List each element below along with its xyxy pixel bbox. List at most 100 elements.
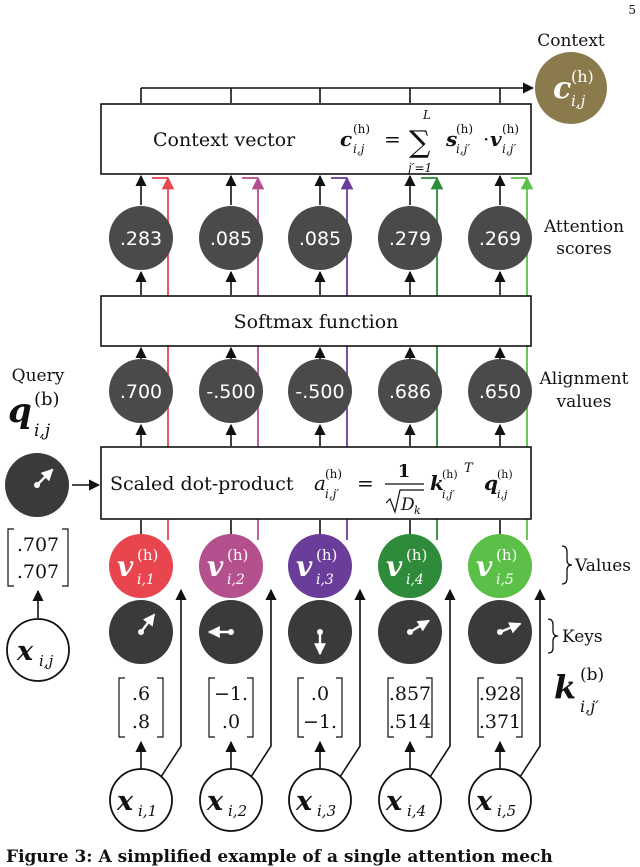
input-symbol: x <box>206 786 224 817</box>
attention-score-circle <box>288 206 352 270</box>
dp-denominator-sub: k <box>414 504 421 517</box>
value-symbol: v <box>386 550 403 583</box>
keys-superscript: (b) <box>580 665 604 685</box>
attention-score-value: .283 <box>120 228 162 250</box>
value-superscript: (h) <box>227 546 248 564</box>
keys-subscript: i,j′ <box>580 697 599 716</box>
dp-q-symbol: q <box>484 471 498 495</box>
formula-c-symbol: c <box>340 127 352 151</box>
alignment-value-circle <box>109 359 173 423</box>
input-subscript: i,2 <box>228 802 247 820</box>
context-subscript: i,j <box>571 92 586 110</box>
attention-scores-label-line2: scores <box>556 239 611 259</box>
query-subscript: i,j <box>34 421 51 441</box>
formula-v-sub: i,j′ <box>502 142 516 156</box>
page-number: 5 <box>628 3 636 17</box>
key-vector-right-bracket <box>157 677 164 738</box>
dp-sqrt-sign <box>385 489 424 515</box>
dp-a-sub: i,j′ <box>325 487 339 501</box>
value-symbol: v <box>117 550 134 583</box>
values-label: Values <box>574 556 631 576</box>
value-circle <box>378 534 442 598</box>
attention-score-value: .269 <box>479 228 521 250</box>
attention-score-circle <box>199 206 263 270</box>
dp-k-symbol: k <box>430 471 444 495</box>
input-subscript: i,3 <box>317 802 336 820</box>
value-superscript: (h) <box>406 546 427 564</box>
value-subscript: i,2 <box>227 572 245 588</box>
alignment-value-value: .650 <box>479 381 521 403</box>
alignment-values-row: .700-.500-.500.686.650 <box>109 359 532 423</box>
value-circle <box>199 534 263 598</box>
values-brace <box>561 545 573 585</box>
input-subscript: i,5 <box>497 802 516 820</box>
scaled-dot-product-formula: a (h) i,j′ = 1 D k k (h) T i,j′ q (h) i,… <box>314 461 513 517</box>
query-vector-right-bracket <box>62 528 69 587</box>
figure-caption: Figure 3: A simplified example of a sing… <box>6 847 553 867</box>
input-symbol: x <box>295 786 313 817</box>
context-symbol: c <box>553 71 571 106</box>
context-label: Context <box>537 31 605 51</box>
dp-a-sup: (h) <box>325 467 342 481</box>
input-circle <box>378 768 442 832</box>
dp-q-sup: (h) <box>497 468 513 481</box>
dp-k-sub: i,j′ <box>442 488 455 501</box>
key-vector-value-1: .928 <box>479 683 521 705</box>
attention-scores-row: .283.085.085.279.269 <box>109 206 532 270</box>
connector-lines <box>135 82 546 781</box>
input-symbol: x <box>116 786 134 817</box>
input-circle <box>288 768 352 832</box>
attention-scores-label-line1: Attention <box>543 217 624 237</box>
value-superscript: (h) <box>137 546 158 564</box>
alignment-values-label-line2: values <box>556 392 612 412</box>
input-to-value-arrow <box>427 588 456 781</box>
value-symbol: v <box>476 550 493 583</box>
query-superscript: (b) <box>34 389 60 410</box>
attention-score-value: .085 <box>210 228 252 250</box>
scaled-dot-product-box <box>100 446 532 520</box>
key-vector-value-1: −1. <box>214 683 248 705</box>
attention-score-circle <box>378 206 442 270</box>
formula-sum-lower: j′=1 <box>405 161 432 175</box>
query-direction-arrow <box>34 468 54 488</box>
formula-c-sub: i,j <box>353 142 365 156</box>
formula-c-sup: (h) <box>353 122 370 136</box>
keys-brace <box>547 618 559 654</box>
input-symbol: x <box>475 786 493 817</box>
value-subscript: i,4 <box>406 572 424 588</box>
formula-sum-upper: L <box>422 108 431 122</box>
formula-equals: = <box>384 127 401 151</box>
input-to-value-arrow <box>158 588 187 781</box>
value-superscript: (h) <box>316 546 337 564</box>
keys-label: Keys <box>562 627 603 647</box>
context-superscript: (h) <box>571 67 594 86</box>
formula-s-sub: i,j′ <box>456 142 470 156</box>
key-direction-arrow <box>499 622 522 634</box>
value-symbol: v <box>296 550 313 583</box>
dp-transpose: T <box>464 461 474 476</box>
softmax-label: Softmax function <box>234 311 399 333</box>
input-circle <box>199 768 263 832</box>
input-symbol: x <box>385 786 403 817</box>
key-vector-value-1: .6 <box>132 683 150 705</box>
key-vector-left-bracket <box>387 677 394 738</box>
key-vector-left-bracket <box>118 677 125 738</box>
key-vector-left-bracket <box>477 677 484 738</box>
formula-s-sup: (h) <box>456 122 473 136</box>
key-vector-value-2: .8 <box>132 711 150 733</box>
key-vector-value-2: .514 <box>389 711 431 733</box>
alignment-value-value: -.500 <box>295 381 344 403</box>
dp-numerator: 1 <box>398 461 411 482</box>
formula-v-symbol: v <box>490 127 502 151</box>
key-vector-left-bracket <box>297 677 304 738</box>
key-vector-value-1: .0 <box>311 683 329 705</box>
input-to-value-arrow <box>337 588 366 781</box>
keys-symbol: k <box>554 668 576 706</box>
formula-s-symbol: s <box>445 127 457 151</box>
context-vector-formula: c (h) i,j = L ∑ j′=1 s (h) i,j′ · v (h) … <box>340 108 519 175</box>
key-direction-arrow <box>140 613 156 633</box>
input-subscript: i,4 <box>407 802 426 820</box>
alignment-value-value: -.500 <box>206 381 255 403</box>
key-vector-value-2: −1. <box>303 711 337 733</box>
